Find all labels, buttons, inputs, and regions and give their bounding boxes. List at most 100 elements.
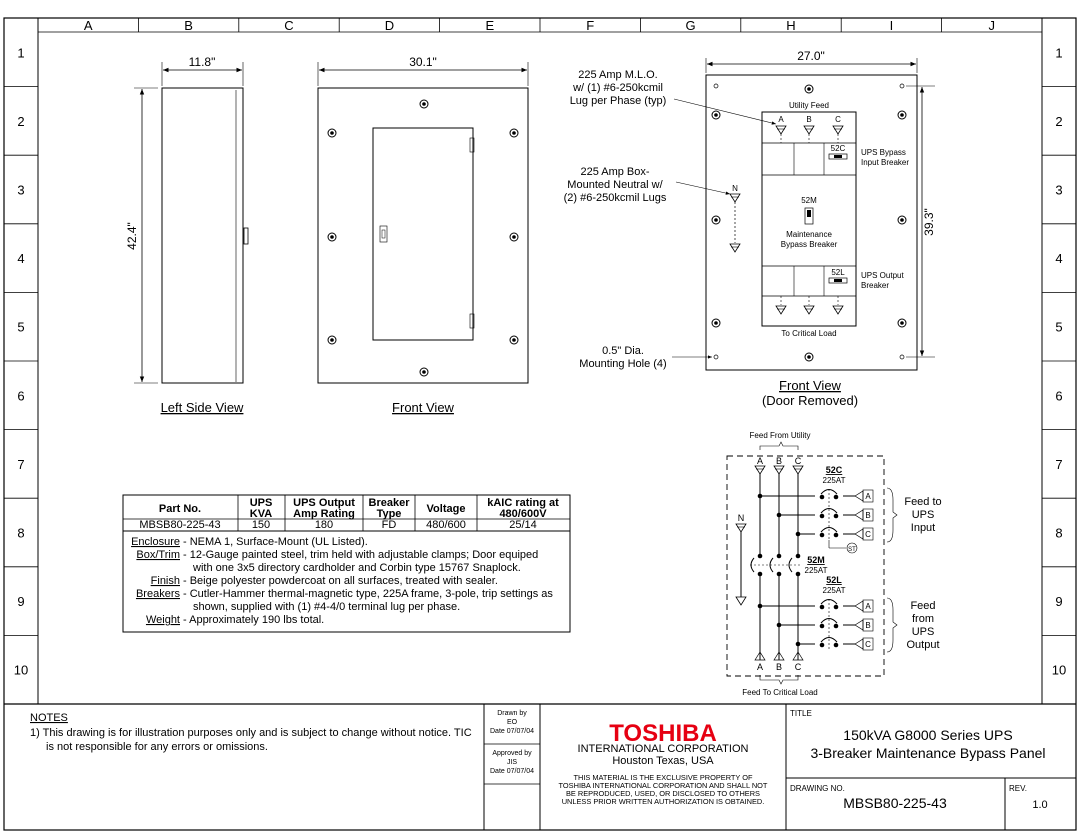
row-label-left-9: 9: [17, 594, 24, 609]
row-label-left-2: 2: [17, 114, 24, 129]
spec-weight-text: - Approximately 190 lbs total.: [183, 614, 324, 626]
column-label-b: B: [184, 18, 193, 33]
column-label-i: I: [890, 18, 894, 33]
column-label-a: A: [84, 18, 93, 33]
drawing-title-1: 150kVA G8000 Series UPS: [843, 727, 1012, 743]
disclaimer-1: THIS MATERIAL IS THE EXCLUSIVE PROPERTY …: [573, 773, 753, 782]
schematic: Feed From Utility A B C 52M 225AT: [726, 431, 942, 697]
spec-finish-label: Finish: [151, 575, 180, 587]
sch-out-a-1: A: [865, 492, 871, 501]
row-label-left-6: 6: [17, 388, 24, 403]
sch-phase-c-bottom: C: [795, 662, 802, 672]
hole-callout-1: 0.5" Dia.: [602, 345, 644, 357]
phase-b-label: B: [806, 115, 811, 124]
td-breaker-type: FD: [382, 519, 397, 531]
company-logo: TOSHIBA: [609, 720, 717, 747]
disclaimer-3: BE REPRODUCED, USED, OR DISCLOSED TO OTH…: [566, 789, 760, 798]
th-output-amp-1: UPS Output: [293, 497, 355, 509]
spec-breakers-text-2: shown, supplied with (1) #4-4/0 terminal…: [193, 601, 460, 613]
spec-weight-label: Weight: [146, 614, 180, 626]
drawing-no-label: DRAWING NO.: [790, 784, 845, 793]
removed-width-dim: 27.0": [797, 49, 825, 63]
note-line-2: is not responsible for any errors or omi…: [46, 741, 268, 753]
th-breaker-type-1: Breaker: [369, 497, 411, 509]
column-label-c: C: [284, 18, 293, 33]
row-label-left-5: 5: [17, 320, 24, 335]
th-ups-kva-1: UPS: [250, 497, 273, 509]
feed-from-ups-1: Feed: [910, 600, 935, 612]
sch-52m-rating: 225AT: [805, 566, 828, 575]
sch-52l-label: 52L: [826, 575, 842, 585]
column-label-f: F: [586, 18, 594, 33]
neutral-callout-2: Mounted Neutral w/: [567, 179, 663, 191]
sch-out-c-2: C: [865, 640, 871, 649]
spec-enclosure-label: Enclosure: [131, 536, 180, 548]
drawing-title-2: 3-Breaker Maintenance Bypass Panel: [810, 745, 1045, 761]
approved-by-label: Approved by: [492, 750, 532, 757]
approved-date: Date 07/07/04: [490, 768, 534, 775]
column-label-g: G: [686, 18, 696, 33]
sch-phase-a-bottom: A: [757, 662, 763, 672]
row-label-left-3: 3: [17, 183, 24, 198]
front-view-title: Front View: [392, 400, 455, 415]
feed-from-ups-3: UPS: [912, 626, 935, 638]
mlo-callout-3: Lug per Phase (typ): [570, 95, 667, 107]
sch-neutral-label: N: [738, 513, 745, 523]
note-line-1: 1) This drawing is for illustration purp…: [30, 727, 472, 739]
title-label: TITLE: [790, 709, 812, 718]
feed-to-critical-label: Feed To Critical Load: [742, 688, 817, 697]
front-view-door-removed: Utility Feed A B C 52C UPS Bypass Input …: [705, 49, 936, 408]
row-label-right-7: 7: [1055, 457, 1062, 472]
sch-phase-b-bottom: B: [776, 662, 782, 672]
row-label-right-1: 1: [1055, 45, 1062, 60]
drawing-no: MBSB80-225-43: [843, 795, 947, 811]
th-kaic-2: 480/600V: [499, 508, 547, 520]
td-kaic: 25/14: [509, 519, 537, 531]
output-breaker-label-2: Breaker: [861, 281, 889, 290]
drawn-date: Date 07/07/04: [490, 728, 534, 735]
hole-callout-2: Mounting Hole (4): [579, 358, 666, 370]
sch-phase-a-top: A: [757, 456, 763, 466]
left-width-dim: 11.8": [189, 55, 216, 69]
row-label-right-3: 3: [1055, 183, 1062, 198]
row-label-right-2: 2: [1055, 114, 1062, 129]
row-label-right-5: 5: [1055, 320, 1062, 335]
drawn-by-label: Drawn by: [497, 710, 527, 717]
row-label-left-8: 8: [17, 526, 24, 541]
disclaimer-4: UNLESS PRIOR WRITTEN AUTHORIZATION IS OB…: [562, 797, 765, 806]
front-width-dim: 30.1": [409, 55, 437, 69]
bypass-breaker-label-1: UPS Bypass: [861, 148, 906, 157]
td-voltage: 480/600: [426, 519, 466, 531]
left-height-dim: 42.4": [125, 222, 139, 250]
spec-enclosure-text: - NEMA 1, Surface-Mount (UL Listed).: [183, 536, 368, 548]
neutral-callout-1: 225 Amp Box-: [580, 166, 649, 178]
mlo-callout-1: 225 Amp M.L.O.: [578, 69, 657, 81]
sch-out-a-2: A: [865, 602, 871, 611]
left-side-view: 11.8" 42.4" Left Side View: [125, 55, 249, 415]
column-label-e: E: [485, 18, 494, 33]
sch-52l-rating: 225AT: [823, 586, 846, 595]
approved-by: JIS: [507, 759, 517, 766]
td-output-amp: 180: [315, 519, 333, 531]
td-part-no: MBSB80-225-43: [139, 519, 220, 531]
sch-st-label: ST: [848, 547, 856, 553]
row-label-right-6: 6: [1055, 388, 1062, 403]
row-label-left-10: 10: [14, 663, 28, 678]
sch-out-b-1: B: [865, 511, 870, 520]
feed-from-ups-4: Output: [906, 639, 939, 651]
feed-to-ups-2: UPS: [912, 509, 935, 521]
sch-out-b-2: B: [865, 621, 870, 630]
td-ups-kva: 150: [252, 519, 270, 531]
th-voltage: Voltage: [427, 503, 466, 515]
sch-phase-c-top: C: [795, 456, 802, 466]
mlo-callout-2: w/ (1) #6-250kcmil: [572, 82, 663, 94]
sch-52m-label: 52M: [807, 555, 825, 565]
spec-breakers-text-1: - Cutler-Hammer thermal-magnetic type, 2…: [183, 588, 553, 600]
left-side-view-title: Left Side View: [161, 400, 244, 415]
output-breaker-label-1: UPS Output: [861, 271, 904, 280]
spec-finish-text: - Beige polyester powdercoat on all surf…: [183, 575, 498, 587]
th-breaker-type-2: Type: [377, 508, 402, 520]
rev-label: REV.: [1009, 784, 1027, 793]
row-label-right-4: 4: [1055, 251, 1062, 266]
